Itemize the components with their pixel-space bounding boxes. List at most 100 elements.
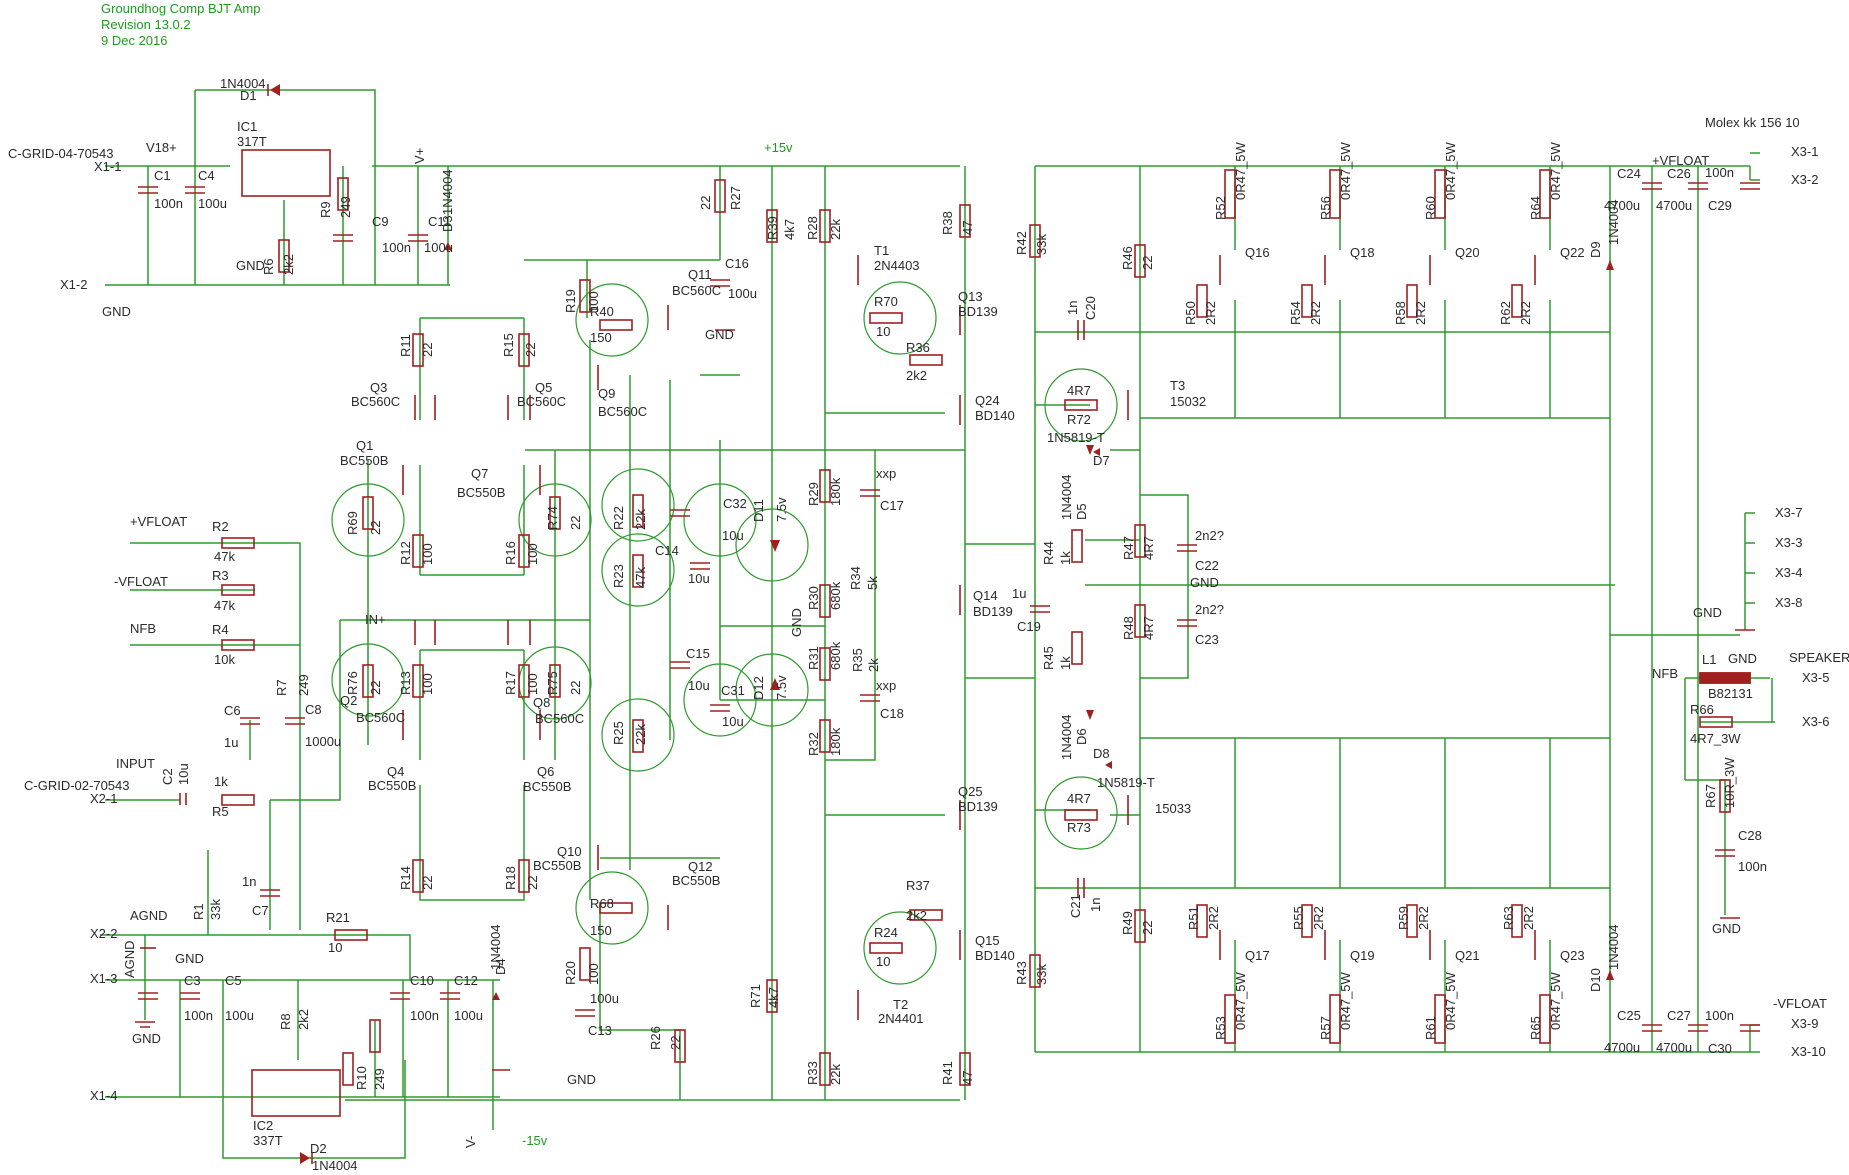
- connector-pin-x3-3[interactable]: X3-3: [1775, 535, 1802, 550]
- component-q2-ref: Q2: [340, 693, 357, 708]
- connector-pin-x3-1[interactable]: X3-1: [1791, 144, 1818, 159]
- component-c32-ref: C32: [723, 496, 747, 511]
- component-r33-value: 22k: [828, 1064, 843, 1085]
- connector-pins[interactable]: X1-1 X1-2 X2-1 X2-2 X1-3 X1-4 X3-1 X3-2 …: [60, 144, 1829, 1103]
- component-q22-ref: Q22: [1560, 245, 1585, 260]
- component-r42-value: 33k: [1034, 234, 1049, 255]
- component-d3-value: 1N4004: [440, 169, 455, 215]
- component-r11-value: 22: [420, 343, 435, 357]
- component-q24-ref: Q24: [975, 393, 1000, 408]
- component-c14-ref: C14: [655, 543, 679, 558]
- net-minus15: -15v: [522, 1133, 548, 1148]
- component-r65-value: 0R47_5W: [1548, 971, 1563, 1030]
- connector-pin-x3-5[interactable]: X3-5: [1802, 670, 1829, 685]
- component-r40-ref: R40: [590, 304, 614, 319]
- component-r30-ref: R30: [806, 586, 821, 610]
- component-r31-value: 680k: [828, 641, 843, 670]
- component-r39-ref: R39: [765, 216, 780, 240]
- net-gnd-x3: GND: [1693, 605, 1722, 620]
- connector-pin-x2-1[interactable]: X2-1: [90, 791, 117, 806]
- component-c4-ref: C4: [198, 168, 215, 183]
- component-r44-ref: R44: [1041, 541, 1056, 565]
- component-r46-value: 22: [1140, 256, 1155, 270]
- component-q7-ref: Q7: [471, 466, 488, 481]
- component-c26-value: 4700u: [1656, 198, 1692, 213]
- component-c6-ref: C6: [224, 703, 241, 718]
- component-r69-value: 22: [368, 521, 383, 535]
- connector-pin-x3-4[interactable]: X3-4: [1775, 565, 1802, 580]
- component-r53-value: 0R47_5W: [1233, 971, 1248, 1030]
- component-r25-value: 22k: [633, 724, 648, 745]
- connector-pin-x1-4[interactable]: X1-4: [90, 1088, 117, 1103]
- component-r4-ref: R4: [212, 622, 229, 637]
- component-q10-ref: Q10: [557, 844, 582, 859]
- component-q9-value: BC560C: [598, 404, 647, 419]
- component-r73-value: 4R7: [1067, 791, 1091, 806]
- component-c7-ref: C7: [252, 903, 269, 918]
- component-c9-value: 100n: [382, 240, 411, 255]
- component-c11-value: 100u: [424, 240, 453, 255]
- component-r12-value: 100: [420, 543, 435, 565]
- component-d1-value: 1N4004: [220, 76, 266, 91]
- component-d4-ref: D4: [493, 958, 508, 975]
- component-r67-ref: R67: [1703, 784, 1718, 808]
- net-gnd-mid: GND: [175, 951, 204, 966]
- component-q22: Q22: [1560, 245, 1585, 260]
- connector-pin-x3-10[interactable]: X3-10: [1791, 1044, 1826, 1059]
- component-c3-value: 100n: [184, 1008, 213, 1023]
- component-q6-ref: Q6: [537, 764, 554, 779]
- component-c13-value: 100u: [590, 991, 619, 1006]
- connector-pin-x1-1[interactable]: X1-1: [94, 159, 121, 174]
- net-gnd-bottom: GND: [132, 1031, 161, 1046]
- net-nfb-left: NFB: [130, 621, 156, 636]
- component-c17-value: xxp: [876, 466, 896, 481]
- component-r41-ref: R41: [940, 1061, 955, 1085]
- component-t4-value: 15033: [1155, 801, 1191, 816]
- component-c16-value: 100u: [728, 286, 757, 301]
- component-d1-ref: D1: [240, 88, 257, 103]
- connector-pin-x3-2[interactable]: X3-2: [1791, 172, 1818, 187]
- component-d9-value: 1N4004: [1606, 199, 1621, 245]
- connector-pin-x1-3[interactable]: X1-3: [90, 971, 117, 986]
- component-r44-value: 1k: [1058, 551, 1073, 565]
- connector-pin-x3-8[interactable]: X3-8: [1775, 595, 1802, 610]
- component-r18-ref: R18: [503, 866, 518, 890]
- component-c19-ref: C19: [1017, 619, 1041, 634]
- component-l1-value: B82131: [1708, 686, 1753, 701]
- component-r56-ref: R56: [1318, 196, 1333, 220]
- component-r17-ref: R17: [503, 671, 518, 695]
- connector-pin-x1-2[interactable]: X1-2: [60, 277, 87, 292]
- net-labels: C-GRID-04-70543 C-GRID-02-70543 Molex kk…: [8, 115, 1849, 1148]
- schematic-revision: Revision 13.0.2: [101, 17, 191, 32]
- connector-pin-x2-2[interactable]: X2-2: [90, 926, 117, 941]
- connector-pin-x3-6[interactable]: X3-6: [1802, 714, 1829, 729]
- connector-pin-x3-7[interactable]: X3-7: [1775, 505, 1802, 520]
- connector-pin-x3-9[interactable]: X3-9: [1791, 1016, 1818, 1031]
